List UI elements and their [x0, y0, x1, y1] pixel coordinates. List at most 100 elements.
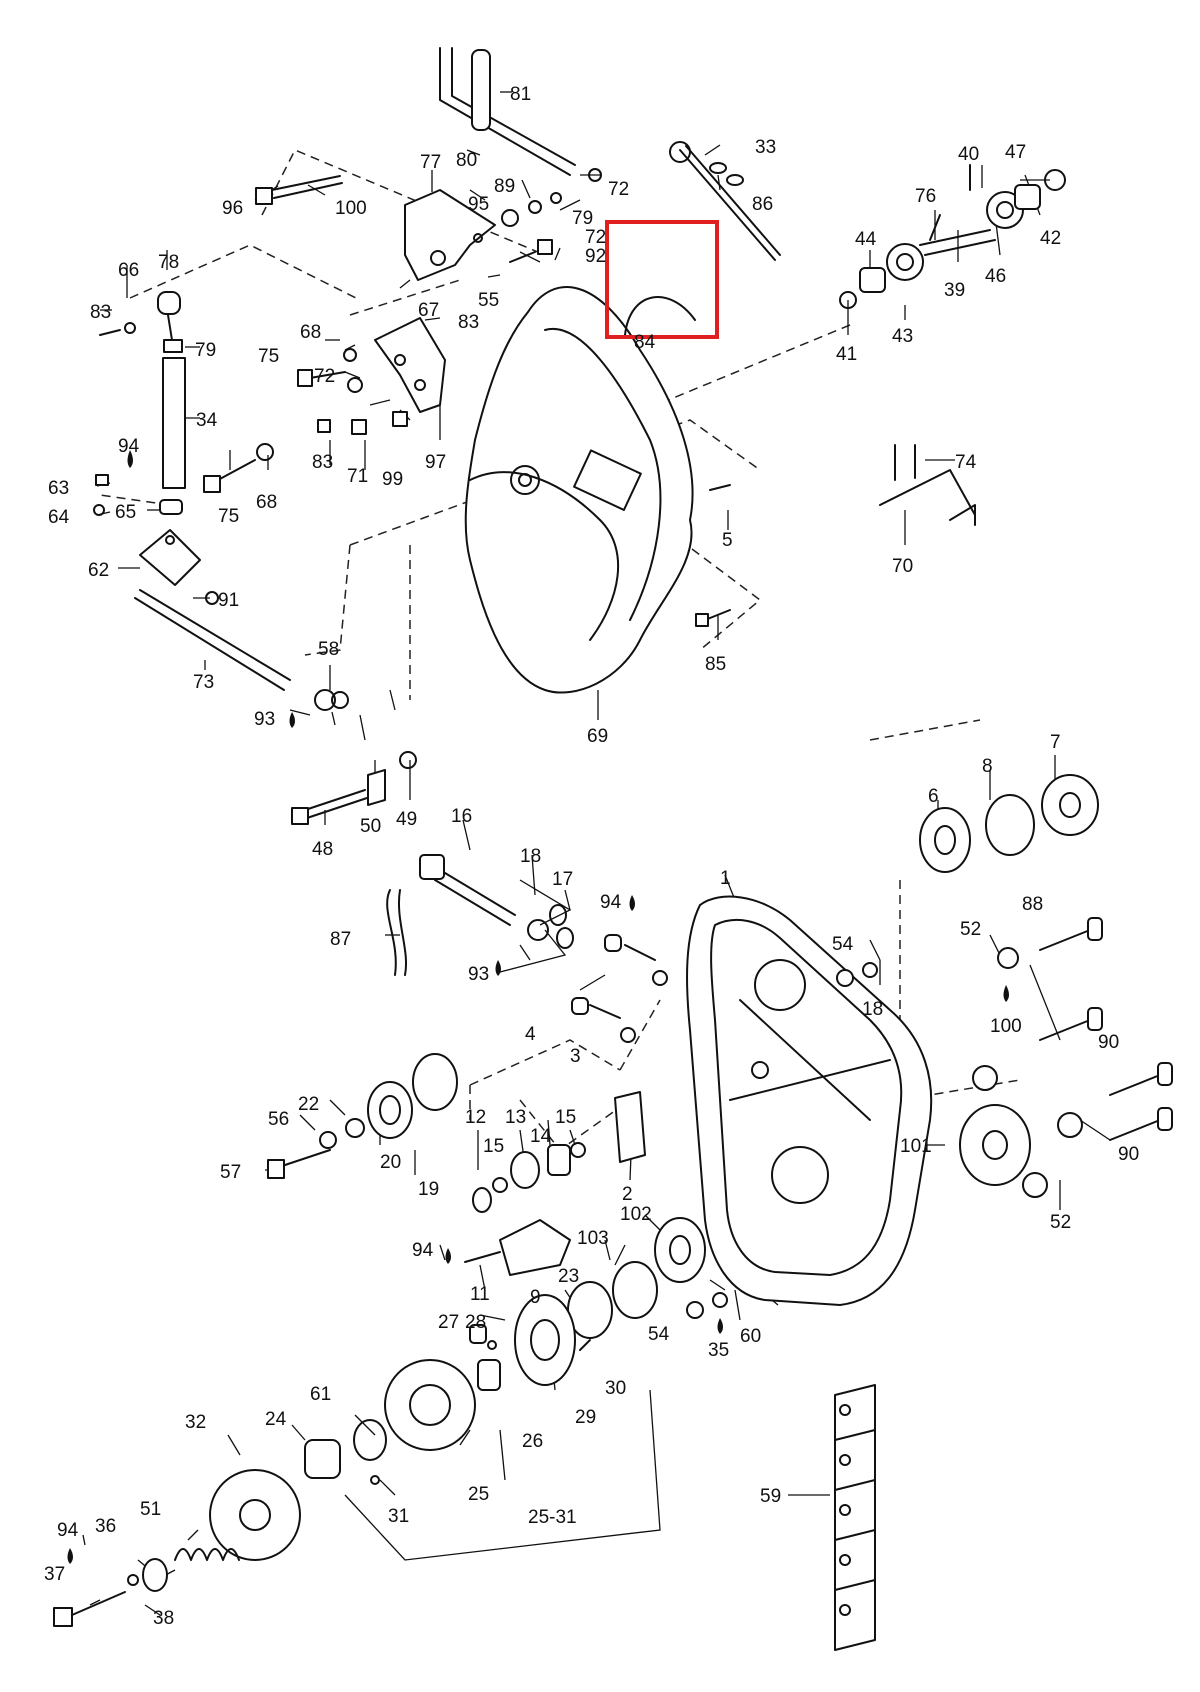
part-label: 5 [722, 530, 733, 551]
part-label: 79 [572, 208, 593, 229]
part-label: 100 [335, 198, 367, 219]
part-label: 28 [465, 1312, 486, 1333]
part-label: 44 [855, 229, 877, 250]
part-label: 59 [760, 1486, 781, 1507]
part-label: 93 [254, 709, 275, 730]
part-label: 7 [1050, 732, 1061, 753]
part-label: 30 [605, 1378, 626, 1399]
part-label: 36 [95, 1516, 116, 1537]
part-label: 54 [832, 934, 854, 955]
part-label: 92 [585, 246, 606, 267]
part-label: 19 [418, 1179, 439, 1200]
part-label: 61 [310, 1384, 331, 1405]
part-label: 23 [558, 1266, 579, 1287]
part-label: 93 [468, 964, 489, 985]
part-label: 95 [468, 194, 489, 215]
part-label: 94 [57, 1520, 79, 1541]
part-label: 4 [525, 1024, 536, 1045]
part-label: 81 [510, 84, 531, 105]
part-label: 41 [836, 344, 857, 365]
part-label: 79 [195, 340, 216, 361]
part-label: 43 [892, 326, 913, 347]
part-label: 83 [312, 452, 333, 473]
part-label: 16 [451, 806, 472, 827]
part-label: 91 [218, 590, 239, 611]
leader-lines [82, 91, 1111, 1616]
part-label: 75 [258, 346, 279, 367]
part-label: 66 [118, 260, 139, 281]
part-label: 102 [620, 1204, 652, 1225]
part-label: 34 [196, 410, 218, 431]
part-label: 13 [505, 1107, 526, 1128]
part-label: 89 [494, 176, 515, 197]
part-label: 76 [915, 186, 936, 207]
part-label: 25 [468, 1484, 489, 1505]
parts-line-art [53, 47, 1173, 1651]
part-label: 73 [193, 672, 214, 693]
part-label: 75 [218, 506, 239, 527]
part-label: 18 [520, 846, 541, 867]
part-number-labels: 81 80 72 33 86 77 96 100 95 89 79 72 92 … [44, 84, 1139, 1629]
part-label: 8 [982, 756, 993, 777]
part-label: 94 [118, 436, 140, 457]
part-label: 86 [752, 194, 773, 215]
part-label: 85 [705, 654, 726, 675]
part-label: 83 [90, 302, 111, 323]
part-label: 24 [265, 1409, 287, 1430]
part-label: 37 [44, 1564, 65, 1585]
part-label: 67 [418, 300, 439, 321]
part-label: 9 [530, 1287, 541, 1308]
part-label: 15 [555, 1107, 576, 1128]
part-label: 57 [220, 1162, 241, 1183]
part-label: 100 [990, 1016, 1022, 1037]
part-label: 74 [955, 452, 977, 473]
part-label: 14 [530, 1126, 552, 1147]
part-label: 42 [1040, 228, 1061, 249]
part-label: 38 [153, 1608, 174, 1629]
part-label: 47 [1005, 142, 1026, 163]
part-label: 71 [347, 466, 368, 487]
part-label: 97 [425, 452, 446, 473]
part-label: 11 [470, 1284, 490, 1305]
part-label: 63 [48, 478, 69, 499]
part-label: 72 [585, 227, 606, 248]
part-label: 15 [483, 1136, 504, 1157]
part-label: 49 [396, 809, 417, 830]
part-label: 103 [577, 1228, 609, 1249]
part-label: 69 [587, 726, 608, 747]
part-label: 25-31 [528, 1507, 577, 1528]
part-label: 90 [1098, 1032, 1119, 1053]
part-label: 87 [330, 929, 351, 950]
part-label: 94 [600, 892, 622, 913]
part-label: 83 [458, 312, 479, 333]
part-label: 55 [478, 290, 499, 311]
part-label: 17 [552, 869, 573, 890]
part-label: 27 [438, 1312, 459, 1333]
part-label: 65 [115, 502, 136, 523]
part-label: 18 [862, 999, 883, 1020]
part-label: 68 [256, 492, 277, 513]
part-label: 72 [608, 179, 629, 200]
part-label: 70 [892, 556, 913, 577]
part-label: 52 [960, 919, 981, 940]
part-label: 52 [1050, 1212, 1071, 1233]
part-label: 29 [575, 1407, 596, 1428]
part-label: 26 [522, 1431, 543, 1452]
part-label: 51 [140, 1499, 161, 1520]
part-label-highlighted: 84 [634, 332, 656, 353]
part-label: 96 [222, 198, 243, 219]
part-label: 31 [388, 1506, 409, 1527]
part-label: 64 [48, 507, 70, 528]
highlight-box [605, 220, 719, 339]
part-label: 101 [900, 1136, 932, 1157]
part-label: 80 [456, 150, 477, 171]
part-label: 32 [185, 1412, 206, 1433]
part-label: 94 [412, 1240, 434, 1261]
part-label: 56 [268, 1109, 289, 1130]
part-label: 3 [570, 1046, 581, 1067]
part-label: 33 [755, 137, 776, 158]
part-label: 54 [648, 1324, 670, 1345]
part-label: 2 [622, 1184, 633, 1205]
part-label: 88 [1022, 894, 1043, 915]
